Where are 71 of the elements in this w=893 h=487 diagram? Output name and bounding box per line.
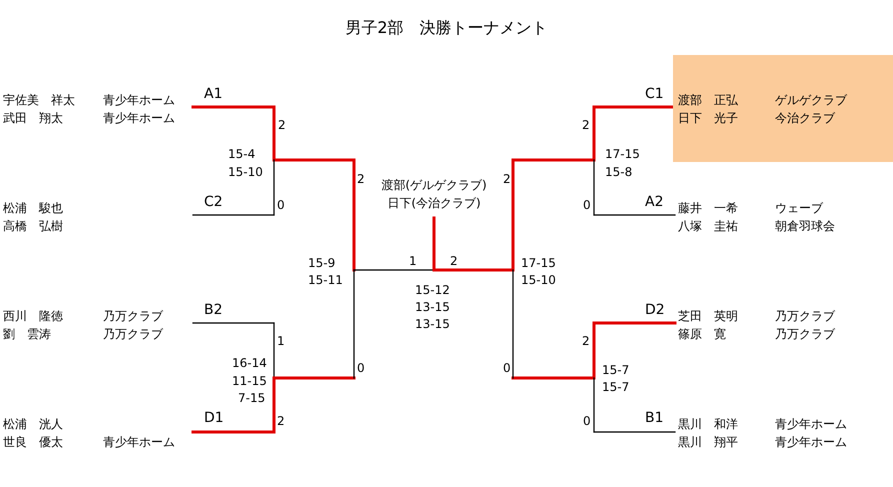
player-name: 宇佐美 祥太 — [3, 92, 75, 108]
club-name: 今治クラブ — [775, 110, 835, 126]
club-name: 青少年ホーム — [103, 92, 175, 108]
game-score: 15-7 — [602, 362, 630, 378]
game-score: 15-7 — [602, 379, 630, 395]
player-name: 芝田 英明 — [678, 308, 738, 324]
match-score: 2 — [582, 333, 590, 349]
match-score: 0 — [583, 413, 591, 429]
player-name: 松浦 駿也 — [3, 200, 63, 216]
club-name: 青少年ホーム — [103, 434, 175, 450]
game-score: 16-14 — [232, 355, 267, 371]
seed-label: A1 — [204, 86, 222, 102]
club-name: 朝倉羽球会 — [775, 218, 835, 234]
seed-label: D2 — [645, 302, 665, 318]
match-score: 2 — [278, 117, 286, 133]
club-name: 乃万クラブ — [775, 326, 835, 342]
club-name: 乃万クラブ — [103, 326, 163, 342]
player-name: 劉 雲涛 — [3, 326, 51, 342]
game-score: 15-12 — [415, 282, 450, 298]
game-score: 13-15 — [415, 299, 450, 315]
club-name: ゲルゲクラブ — [775, 92, 847, 108]
player-name: 武田 翔太 — [3, 110, 63, 126]
player-name: 篠原 寛 — [678, 326, 726, 342]
seed-label: C1 — [645, 86, 664, 102]
match-score: 1 — [277, 333, 285, 349]
club-name: 青少年ホーム — [103, 110, 175, 126]
match-score: 2 — [450, 253, 458, 269]
match-score: 0 — [277, 197, 285, 213]
game-score: 15-10 — [228, 164, 263, 180]
player-name: 八塚 圭祐 — [678, 218, 738, 234]
seed-label: B1 — [645, 410, 664, 426]
club-name: 青少年ホーム — [775, 434, 847, 450]
game-score: 15-10 — [521, 272, 556, 288]
game-score: 17-15 — [521, 255, 556, 271]
seed-label: B2 — [204, 302, 223, 318]
match-score: 0 — [357, 360, 365, 376]
game-score: 15-4 — [228, 146, 256, 162]
player-name: 世良 優太 — [3, 434, 63, 450]
game-score: 15-9 — [308, 255, 336, 271]
player-name: 渡部 正弘 — [678, 92, 738, 108]
diagram-title: 男子2部 決勝トーナメント — [344, 18, 549, 38]
game-score: 15-11 — [308, 272, 343, 288]
club-name: 乃万クラブ — [775, 308, 835, 324]
game-score: 7-15 — [238, 390, 266, 406]
match-score: 0 — [583, 197, 591, 213]
highlight-box — [673, 55, 893, 162]
club-name: 青少年ホーム — [775, 416, 847, 432]
game-score: 15-8 — [605, 164, 632, 180]
match-score: 2 — [582, 117, 590, 133]
game-score: 11-15 — [232, 373, 267, 389]
match-score: 2 — [277, 413, 285, 429]
champion-name: 日下(今治クラブ) — [386, 195, 482, 212]
seed-label: D1 — [204, 410, 224, 426]
champion-name: 渡部(ゲルゲクラブ) — [380, 177, 488, 194]
match-score: 2 — [357, 171, 365, 187]
match-score: 0 — [503, 360, 511, 376]
player-name: 西川 隆徳 — [3, 308, 63, 324]
club-name: 乃万クラブ — [103, 308, 163, 324]
game-score: 13-15 — [415, 316, 450, 332]
seed-label: A2 — [645, 194, 664, 210]
player-name: 黒川 和洋 — [678, 416, 738, 432]
player-name: 松浦 洸人 — [3, 416, 63, 432]
player-name: 高橋 弘樹 — [3, 218, 63, 234]
game-score: 17-15 — [605, 146, 640, 162]
player-name: 黒川 翔平 — [678, 434, 738, 450]
club-name: ウェーブ — [775, 200, 823, 216]
match-score: 2 — [503, 171, 511, 187]
match-score: 1 — [409, 253, 417, 269]
seed-label: C2 — [204, 194, 223, 210]
player-name: 藤井 一希 — [678, 200, 738, 216]
player-name: 日下 光子 — [678, 110, 738, 126]
